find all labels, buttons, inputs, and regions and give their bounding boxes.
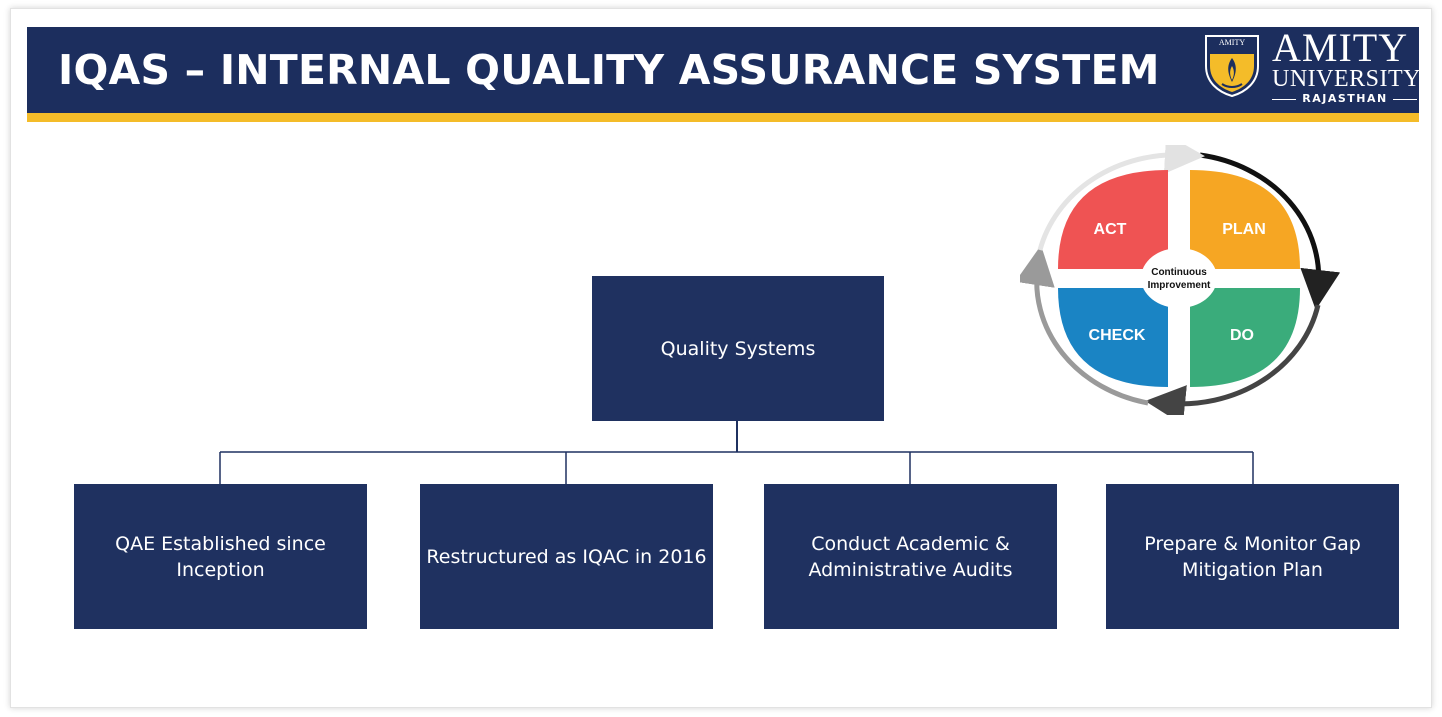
pdca-label-check: CHECK bbox=[1089, 327, 1146, 344]
pdca-label-plan: PLAN bbox=[1222, 221, 1266, 238]
org-root-box: Quality Systems bbox=[592, 276, 884, 421]
logo-campus: RAJASTHAN bbox=[1302, 92, 1388, 105]
org-child-box: Prepare & Monitor Gap Mitigation Plan bbox=[1106, 484, 1399, 629]
cycle-arrow-plan-to-do bbox=[1199, 152, 1340, 310]
org-child-label: Prepare & Monitor Gap Mitigation Plan bbox=[1144, 532, 1361, 581]
pdca-quadrant-act bbox=[1058, 170, 1168, 269]
org-child-box: Conduct Academic & Administrative Audits bbox=[764, 484, 1057, 629]
university-logo: AMITY AMITY UNIVERSITY RAJASTHAN bbox=[1202, 26, 1421, 110]
pdca-quadrant-check bbox=[1058, 288, 1168, 387]
crest-icon: AMITY bbox=[1205, 35, 1259, 98]
pdca-center bbox=[1141, 248, 1217, 308]
org-root-label: Quality Systems bbox=[660, 337, 816, 360]
cycle-arrow-do-to-check bbox=[1145, 304, 1321, 415]
slide-title: IQAS – INTERNAL QUALITY ASSURANCE SYSTEM bbox=[58, 46, 1160, 94]
logo-subtitle: UNIVERSITY bbox=[1272, 66, 1421, 92]
logo-wordmark: AMITY bbox=[1272, 25, 1409, 70]
crest-text: AMITY bbox=[1219, 38, 1245, 47]
title-accent-stripe bbox=[27, 113, 1419, 122]
cycle-arrow-check-to-act bbox=[1020, 245, 1149, 406]
org-child-box: QAE Established since Inception bbox=[74, 484, 367, 629]
logo-campus-line: RAJASTHAN bbox=[1272, 91, 1417, 107]
org-child-box: Restructured as IQAC in 2016 bbox=[420, 484, 713, 629]
pdca-quadrant-do bbox=[1190, 288, 1300, 387]
pdca-cycle-diagram: Continuous Improvement ACT PLAN CHECK DO bbox=[1020, 145, 1340, 415]
logo-rule-left bbox=[1272, 99, 1296, 100]
pdca-center-line1: Continuous bbox=[1151, 267, 1207, 278]
pdca-label-act: ACT bbox=[1094, 221, 1127, 238]
title-banner bbox=[27, 27, 1419, 113]
org-child-label: QAE Established since Inception bbox=[115, 532, 326, 581]
org-child-label: Conduct Academic & Administrative Audits bbox=[808, 532, 1013, 581]
org-child-label: Restructured as IQAC in 2016 bbox=[426, 545, 707, 568]
logo-rule-right bbox=[1393, 99, 1417, 100]
pdca-label-do: DO bbox=[1230, 327, 1254, 344]
cycle-arrow-act-to-plan bbox=[1037, 145, 1205, 251]
pdca-center-line2: Improvement bbox=[1148, 280, 1211, 291]
pdca-quadrant-plan bbox=[1190, 170, 1300, 269]
